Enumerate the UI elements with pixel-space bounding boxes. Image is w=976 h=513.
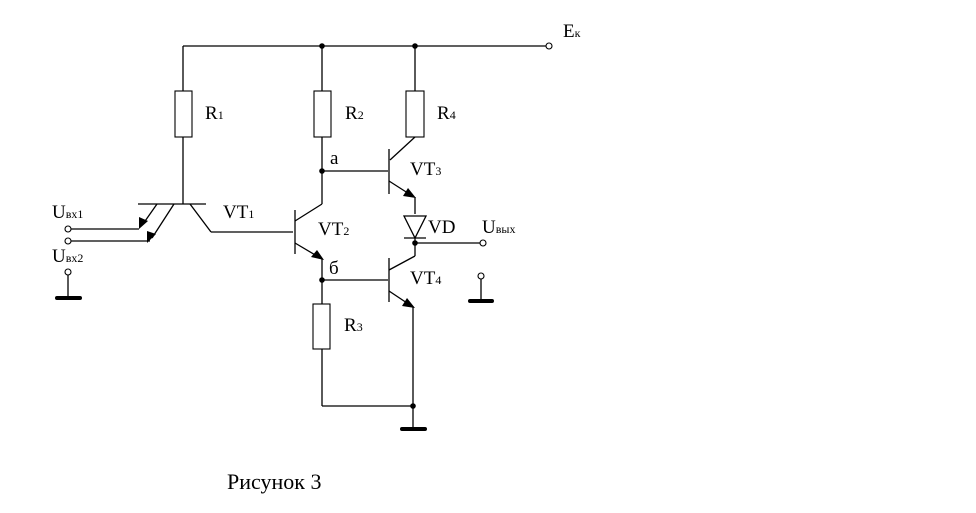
supply-rail — [183, 42, 553, 50]
vd-label: VD — [428, 217, 455, 238]
output-ground — [468, 272, 494, 303]
output-terminal — [479, 239, 487, 247]
node-b-label: б — [329, 258, 339, 279]
r2-label: R2 — [345, 103, 364, 124]
resistor-r1 — [174, 46, 193, 204]
node-a-label: а — [330, 148, 339, 169]
resistor-r4 — [389, 46, 425, 161]
vt4-label: VT4 — [410, 268, 441, 289]
transistor-vt3 — [388, 149, 416, 214]
r1-label: R1 — [205, 103, 224, 124]
figure-caption: Рисунок 3 — [227, 469, 321, 494]
vt2-label: VT2 — [318, 219, 349, 240]
supply-label: Eк — [563, 21, 581, 42]
transistor-vt4 — [388, 255, 427, 431]
input1-label: Uвх1 — [52, 202, 83, 223]
input2-label: Uвх2 — [52, 246, 83, 267]
r4-label: R4 — [437, 103, 456, 124]
input-ground — [55, 268, 82, 300]
diode-vd — [402, 215, 428, 256]
output-line — [415, 239, 487, 247]
supply-terminal — [545, 42, 553, 50]
resistor-r2 — [313, 46, 388, 204]
vt3-label: VT3 — [410, 159, 441, 180]
r3-label: R3 — [344, 315, 363, 336]
transistor-vt1 — [64, 203, 293, 245]
transistor-vt2 — [294, 203, 388, 304]
vt1-label: VT1 — [223, 202, 254, 223]
resistor-r3 — [312, 303, 413, 407]
output-label: Uвых — [482, 217, 515, 238]
